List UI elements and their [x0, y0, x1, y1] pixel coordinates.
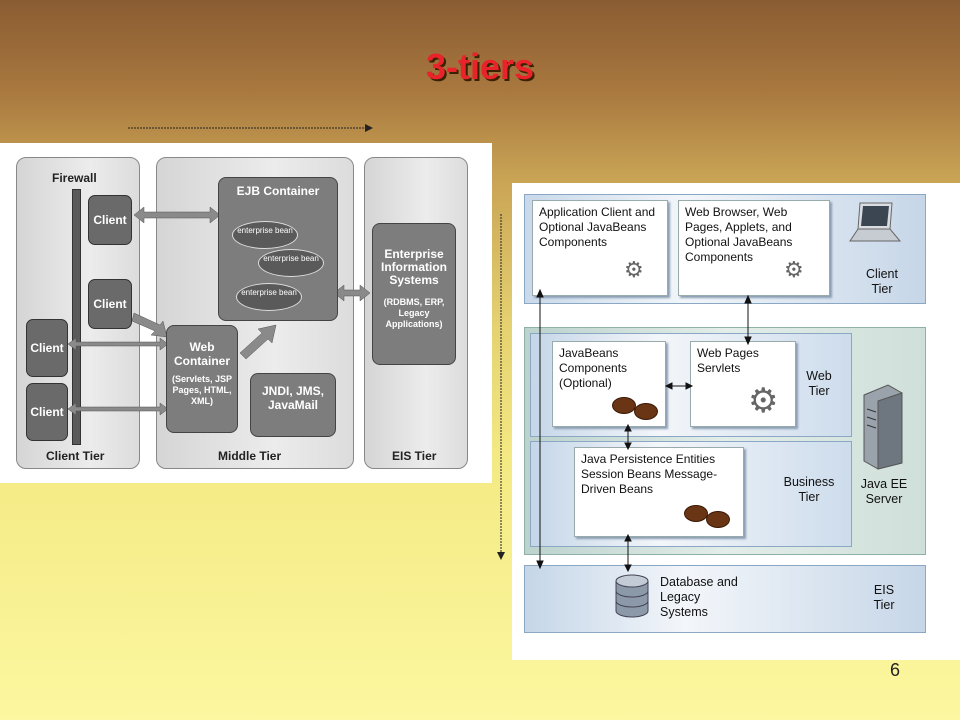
right-diagram-connectors: [536, 288, 752, 573]
slide-title: 3-tiers: [425, 46, 535, 87]
connector-arrow-horizontal: [128, 124, 373, 132]
connector-arrow-vertical: [497, 214, 505, 560]
gear-icon: ⚙: [784, 257, 804, 282]
enterprise-bean: enterprise bean: [232, 221, 298, 249]
web-tier-label: Web Tier: [806, 369, 832, 398]
left-three-tier-diagram: Firewall Client Tier Middle Tier EIS Tie…: [0, 143, 492, 483]
enterprise-bean: enterprise bean: [258, 249, 324, 277]
coffee-bean-icon: [634, 403, 658, 420]
database-icon: [615, 574, 649, 618]
client-box: Client: [26, 383, 68, 441]
app-client-text: Application Client and Optional JavaBean…: [539, 205, 656, 249]
java-ee-server-label: Java EE Server: [860, 477, 908, 506]
client-box: Client: [26, 319, 68, 377]
eis-box-details: (RDBMS, ERP, Legacy Applications): [383, 297, 445, 329]
enterprise-bean: enterprise bean: [236, 283, 302, 311]
ejb-container-title: EJB Container: [236, 184, 320, 198]
client-tier-label: Client Tier: [866, 267, 898, 296]
server-icon: [863, 384, 903, 470]
client-tier-caption: Client Tier: [46, 449, 105, 463]
javabeans-text: JavaBeans Components (Optional): [559, 346, 628, 390]
eis-tier-label: EIS Tier: [873, 583, 895, 612]
business-tier-label: Business Tier: [783, 475, 835, 504]
web-container-title: Web Container: [173, 340, 230, 368]
client-box: Client: [88, 195, 132, 245]
gear-icon: ⚙: [748, 382, 779, 420]
eis-tier-caption: EIS Tier: [392, 449, 437, 463]
page-number: 6: [889, 660, 900, 680]
web-browser-text: Web Browser, Web Pages, Applets, and Opt…: [685, 205, 793, 264]
database-label: Database and Legacy Systems: [660, 575, 738, 619]
web-container-details: (Servlets, JSP Pages, HTML, XML): [171, 374, 233, 406]
coffee-bean-icon: [706, 511, 730, 528]
business-components-text: Java Persistence Entities Session Beans …: [581, 452, 718, 496]
client-box: Client: [88, 279, 132, 329]
firewall-label: Firewall: [52, 171, 97, 185]
business-components-box: Java Persistence Entities Session Beans …: [574, 447, 744, 537]
laptop-icon: [849, 202, 902, 242]
web-pages-text: Web Pages Servlets: [697, 346, 759, 375]
web-pages-box: Web Pages Servlets: [690, 341, 796, 427]
eis-box-title: Enterprise Information Systems: [381, 247, 447, 287]
firewall-bar: [72, 189, 81, 445]
eis-tier-band: [524, 565, 926, 633]
gear-icon: ⚙: [624, 257, 644, 282]
web-container: Web Container (Servlets, JSP Pages, HTML…: [166, 325, 238, 433]
web-browser-box: Web Browser, Web Pages, Applets, and Opt…: [678, 200, 830, 296]
app-client-box: Application Client and Optional JavaBean…: [532, 200, 668, 296]
right-java-ee-diagram: Application Client and Optional JavaBean…: [512, 183, 960, 660]
services-box: JNDI, JMS, JavaMail: [250, 373, 336, 437]
middle-tier-caption: Middle Tier: [218, 449, 282, 463]
eis-box: Enterprise Information Systems (RDBMS, E…: [372, 223, 456, 365]
